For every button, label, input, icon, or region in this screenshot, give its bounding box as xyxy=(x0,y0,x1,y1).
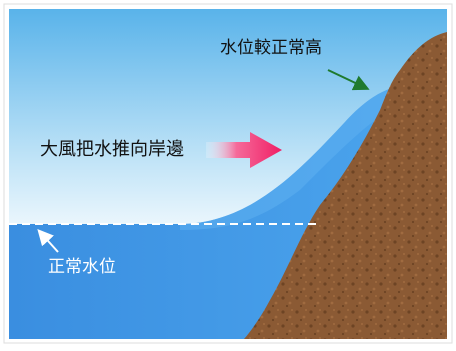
raised-level-pointer-arrow xyxy=(327,69,370,91)
surge-highlight xyxy=(180,88,392,230)
wind-arrow xyxy=(206,132,282,168)
cliff xyxy=(244,32,447,339)
normal-level-pointer-arrow xyxy=(37,229,59,253)
normal-level-label: 正常水位 xyxy=(48,257,116,277)
wind-push-label: 大風把水推向岸邊 xyxy=(40,139,184,160)
raised-level-label: 水位較正常高 xyxy=(220,38,322,58)
